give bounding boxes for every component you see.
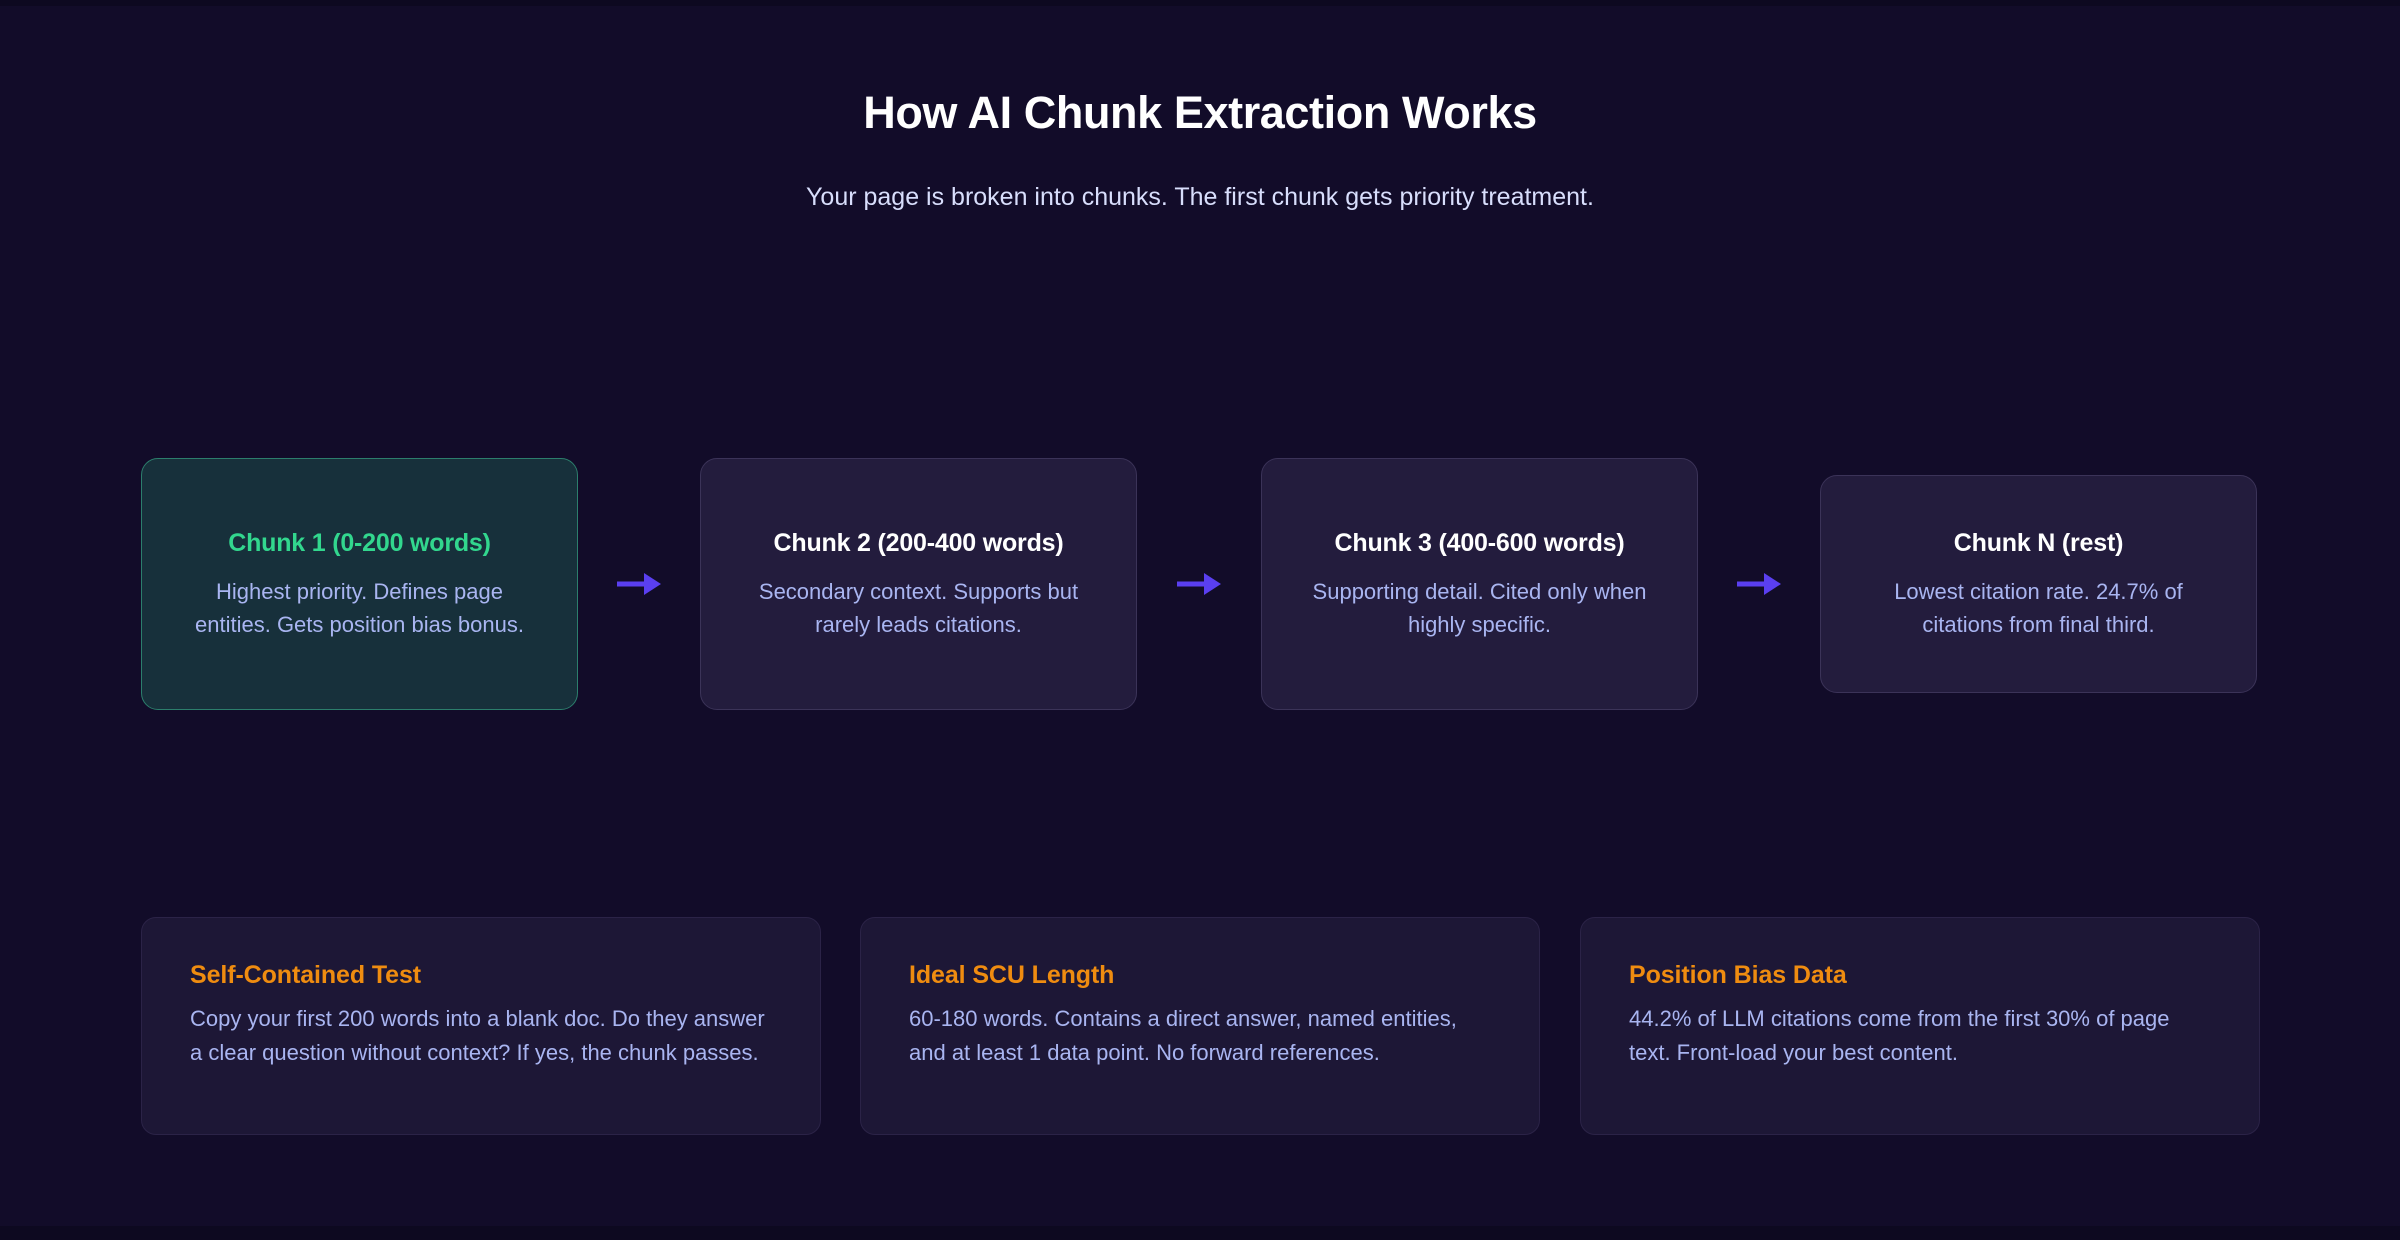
arrow-right-icon (1138, 458, 1260, 710)
arrow-right-icon (1698, 458, 1820, 710)
chunk-card-3-description: Supporting detail. Cited only when highl… (1312, 578, 1647, 637)
page-header: How AI Chunk Extraction Works Your page … (0, 88, 2400, 212)
info-card-1-title: Self-Contained Test (190, 961, 421, 989)
chunk-card-n: Chunk N (rest) Lowest citation rate. 24.… (1820, 475, 2257, 693)
chunk-card-n-title: Chunk N (rest) (1953, 528, 2124, 557)
chunk-flow-diagram: Chunk 1 (0-200 words) Highest priority. … (141, 458, 2259, 710)
chunk-card-1-title: Chunk 1 (0-200 words) (228, 528, 491, 557)
chunk-card-n-description: Lowest citation rate. 24.7% of citations… (1894, 578, 2183, 637)
arrow-right-icon (578, 458, 700, 710)
chunk-card-2-description: Secondary context. Supports but rarely l… (758, 578, 1079, 637)
info-card-2-description: 60-180 words. Contains a direct answer, … (909, 1006, 1457, 1066)
info-card-row: Self-Contained Test Copy your first 200 … (141, 917, 2260, 1135)
chunk-card-3-title: Chunk 3 (400-600 words) (1334, 528, 1625, 557)
info-card-3-title: Position Bias Data (1629, 961, 1847, 989)
info-card-ideal-scu-length: Ideal SCU Length 60-180 words. Contains … (860, 917, 1540, 1135)
chunk-card-3: Chunk 3 (400-600 words) Supporting detai… (1261, 458, 1698, 710)
info-card-2-title: Ideal SCU Length (909, 961, 1115, 989)
chunk-card-1-description: Highest priority. Defines page entities.… (195, 578, 524, 637)
page-subtitle: Your page is broken into chunks. The fir… (806, 182, 1594, 211)
info-card-3-description: 44.2% of LLM citations come from the fir… (1629, 1006, 2170, 1066)
info-card-position-bias-data: Position Bias Data 44.2% of LLM citation… (1580, 917, 2260, 1135)
chunk-card-2: Chunk 2 (200-400 words) Secondary contex… (700, 458, 1137, 710)
page-title: How AI Chunk Extraction Works (863, 87, 1537, 138)
chunk-card-2-title: Chunk 2 (200-400 words) (773, 528, 1064, 557)
info-card-self-contained-test: Self-Contained Test Copy your first 200 … (141, 917, 821, 1135)
info-card-1-description: Copy your first 200 words into a blank d… (190, 1006, 765, 1066)
chunk-card-1: Chunk 1 (0-200 words) Highest priority. … (141, 458, 578, 710)
